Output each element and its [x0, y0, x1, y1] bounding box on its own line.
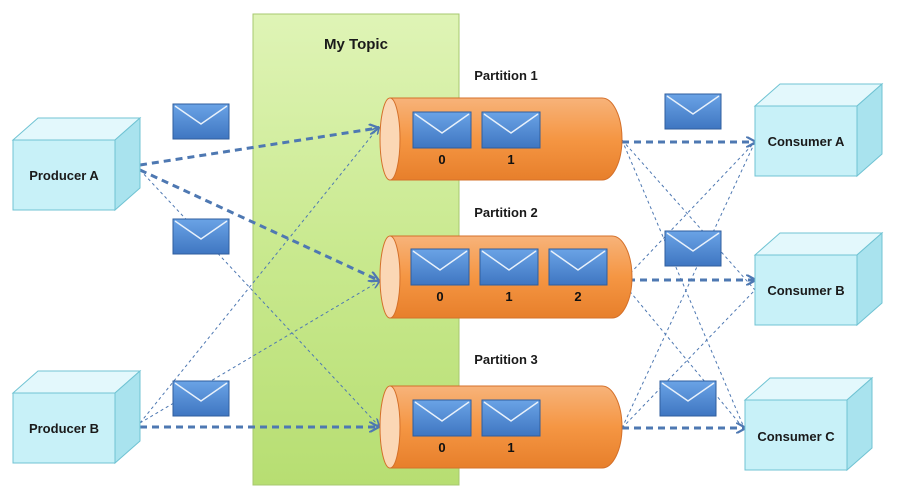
arrow-producer-a-to-partition-3	[139, 169, 378, 425]
consumer-a-label: Consumer A	[768, 134, 845, 149]
arrow-p2-to-consumer-a	[621, 141, 756, 283]
envelope-icon	[548, 248, 608, 286]
consumer-c-box: Consumer C	[743, 376, 874, 472]
partition-2-offset-0: 0	[436, 289, 443, 304]
consumer-a-box: Consumer A	[753, 82, 884, 178]
partition-1-offset-1: 1	[507, 152, 514, 167]
consumer-c-label: Consumer C	[757, 429, 835, 444]
envelope-icon	[481, 399, 541, 437]
arrow-producer-a-to-partition-1	[139, 128, 378, 167]
partition-3-offset-1: 1	[507, 440, 514, 455]
arrow-p3-to-consumer-b	[621, 289, 756, 429]
partition-3-offset-0: 0	[438, 440, 445, 455]
arrow-producer-a-to-partition-2	[139, 168, 378, 280]
envelope-icon	[172, 380, 230, 417]
arrow-p1-to-consumer-c	[621, 139, 746, 431]
partition-2-messages: 0 1 2	[410, 248, 608, 304]
consumer-b-box: Consumer B	[753, 231, 884, 327]
partition-1-messages: 0 1	[412, 111, 541, 167]
in-flight-messages	[172, 93, 722, 417]
partition-2-offset-2: 2	[574, 289, 581, 304]
partition-3-label: Partition 3	[474, 352, 538, 367]
thin-arrows	[139, 128, 756, 431]
partition-2-label: Partition 2	[474, 205, 538, 220]
partition-3-messages: 0 1	[412, 399, 541, 455]
envelope-icon	[412, 399, 472, 437]
producer-a-label: Producer A	[29, 168, 99, 183]
topic-title: My Topic	[324, 36, 388, 53]
arrow-p2-to-consumer-c	[621, 281, 746, 431]
producer-b-label: Producer B	[29, 421, 99, 436]
partition-1-label: Partition 1	[474, 68, 538, 83]
envelope-icon	[664, 93, 722, 130]
producer-a-box: Producer A	[11, 116, 142, 212]
main-arrows	[139, 128, 755, 428]
envelope-icon	[412, 111, 472, 149]
producer-b-box: Producer B	[11, 369, 142, 465]
envelope-icon	[172, 218, 230, 255]
envelope-icon	[481, 111, 541, 149]
envelope-icon	[479, 248, 539, 286]
partition-1-offset-0: 0	[438, 152, 445, 167]
arrow-producer-b-to-partition-2	[139, 282, 378, 424]
consumer-b-label: Consumer B	[767, 283, 844, 298]
envelope-icon	[664, 230, 722, 267]
envelope-icon	[410, 248, 470, 286]
envelope-icon	[172, 103, 230, 140]
envelope-icon	[659, 380, 717, 417]
partition-2-offset-1: 1	[505, 289, 512, 304]
arrow-p3-to-consumer-a	[621, 141, 756, 429]
